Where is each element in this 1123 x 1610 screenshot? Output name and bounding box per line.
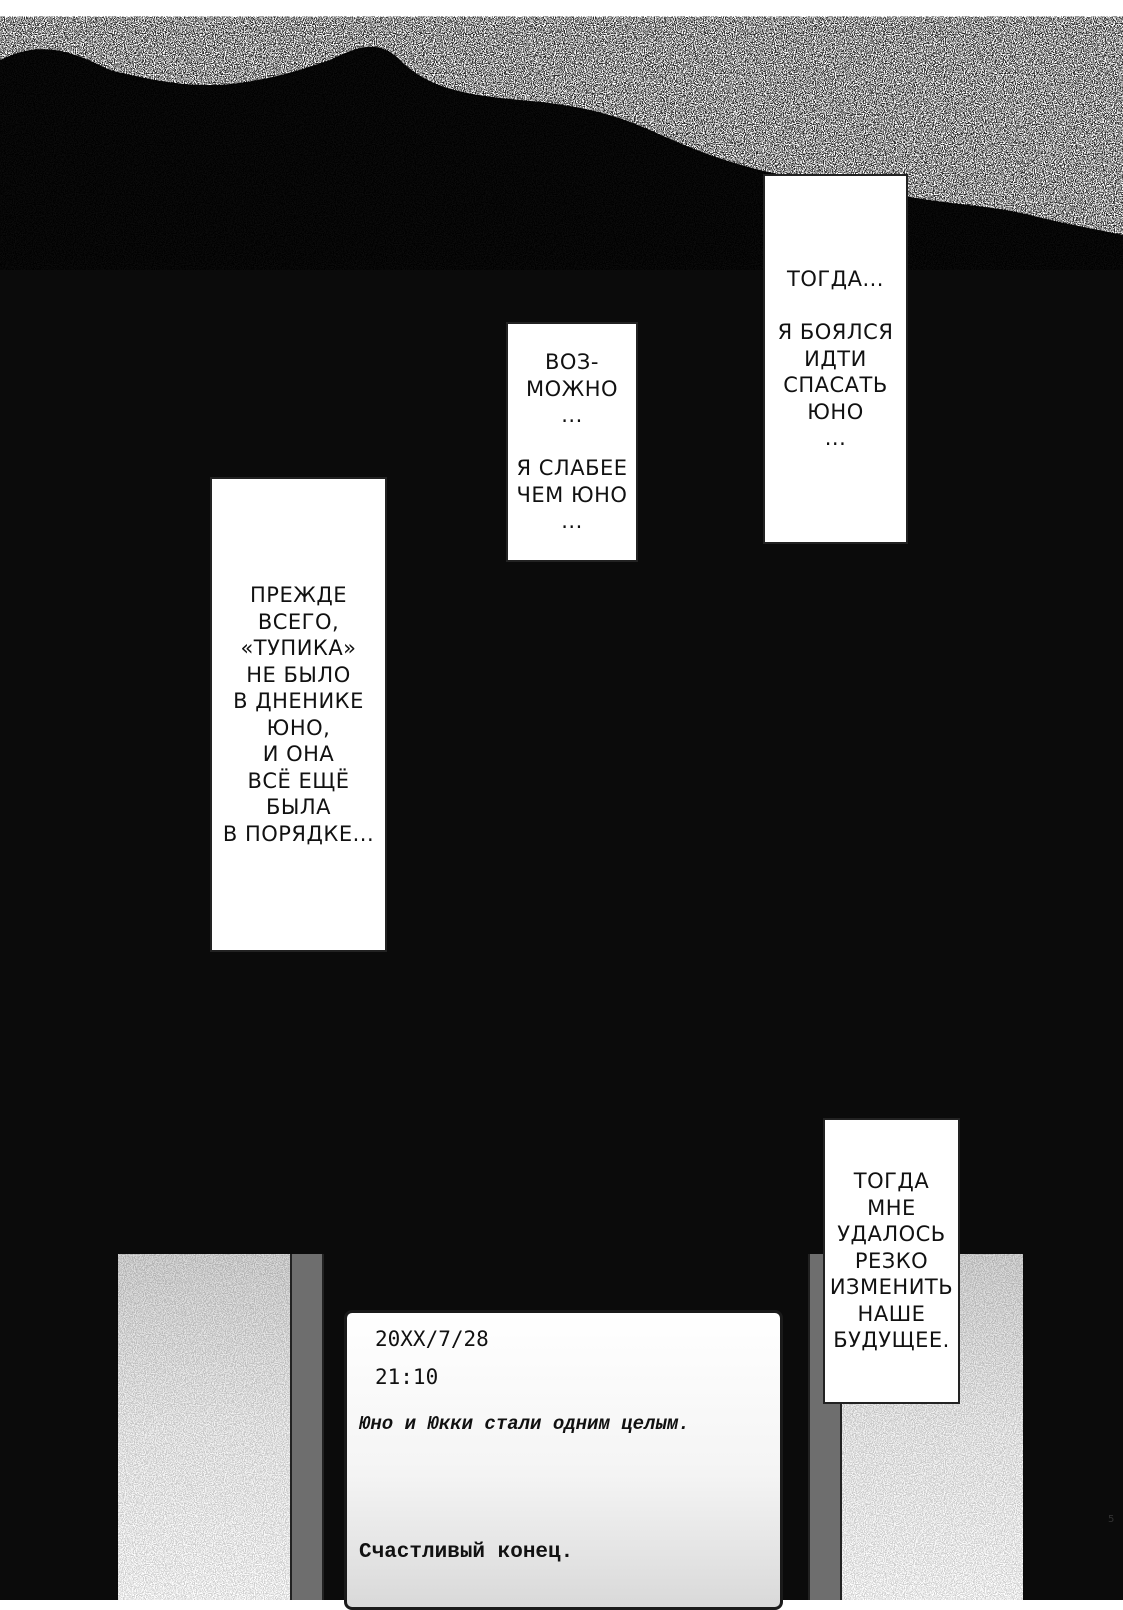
- diary-ending: Счастливый конец.: [359, 1541, 574, 1564]
- diary-entry: Юно и Юкки стали одним целым.: [359, 1413, 690, 1435]
- diary-time: 21:10: [375, 1365, 439, 1389]
- diary-phone-screen: 20XX/7/28 21:10 Юно и Юкки стали одним ц…: [344, 1310, 783, 1610]
- page-number: 5: [1108, 1514, 1115, 1525]
- diary-date: 20XX/7/28: [375, 1327, 489, 1351]
- caption-changed-future: ТОГДА МНЕ УДАЛОСЬ РЕЗКО ИЗМЕНИТЬ НАШЕ БУ…: [823, 1118, 960, 1404]
- caption-then-afraid: ТОГДА... Я БОЯЛСЯ ИДТИ СПАСАТЬ ЮНО ...: [763, 174, 908, 544]
- caption-first-of-all: ПРЕЖДЕ ВСЕГО, «ТУПИКА» НЕ БЫЛО В ДНЕНИКЕ…: [210, 477, 387, 952]
- caption-maybe-weaker: ВОЗ- МОЖНО ... Я СЛАБЕЕ ЧЕМ ЮНО ...: [506, 322, 638, 562]
- door-frame-left: [290, 1254, 324, 1600]
